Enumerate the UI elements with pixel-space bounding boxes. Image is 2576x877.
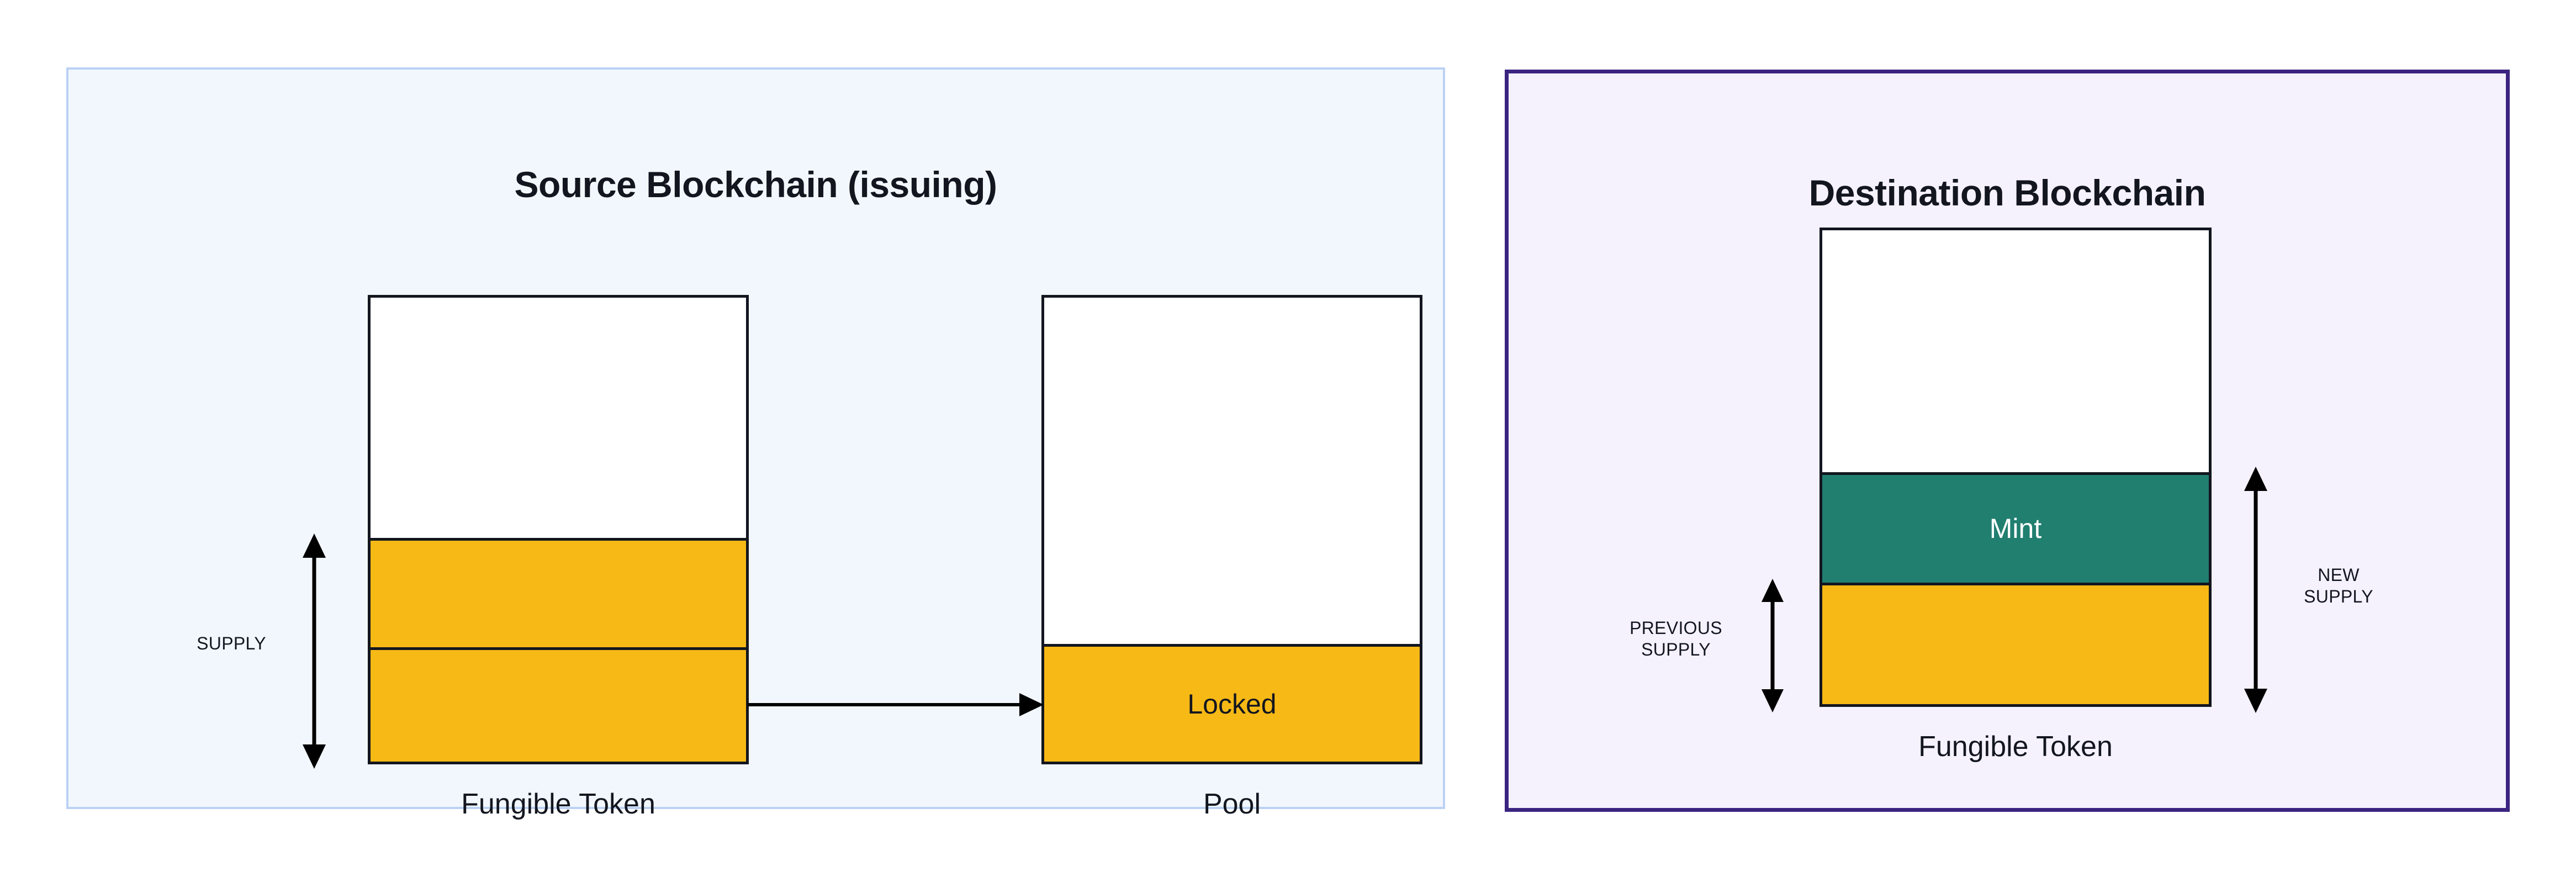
right-arrow-icon [748, 693, 1044, 716]
destination-fungible-token-caption: Fungible Token [1918, 731, 2113, 763]
source-fungible-token-caption: Fungible Token [461, 788, 655, 820]
source-pool-locked-segment: Locked [1044, 644, 1420, 762]
destination-panel-title: Destination Blockchain [1808, 172, 2206, 213]
double-arrow-icon [1762, 579, 1784, 712]
source-ft-supply-lower-segment [371, 647, 746, 762]
source-ft-headroom-segment [371, 298, 746, 538]
destination-new-supply-measure-label: NEW SUPPLY [2304, 565, 2373, 607]
double-arrow-icon [2244, 467, 2267, 713]
destination-new-supply-measure-arrow [2236, 466, 2275, 714]
source-fungible-token-box [368, 295, 749, 764]
source-blockchain-panel: Source Blockchain (issuing) Fungible Tok… [66, 67, 1445, 820]
double-arrow-icon [303, 533, 326, 769]
source-ft-supply-upper-segment [371, 538, 746, 647]
destination-ft-mint-label: Mint [1989, 513, 2042, 545]
source-supply-measure-arrow [295, 532, 334, 770]
source-pool-caption: Pool [1203, 788, 1261, 820]
source-pool-locked-label: Locked [1187, 689, 1277, 720]
source-pool-box: Locked [1041, 295, 1422, 764]
destination-previous-supply-measure-arrow [1753, 578, 1792, 714]
destination-previous-supply-measure-label: PREVIOUS SUPPLY [1630, 618, 1722, 660]
destination-ft-previous-supply-segment [1822, 583, 2209, 704]
destination-ft-headroom-segment [1822, 230, 2209, 472]
source-supply-measure-label: SUPPLY [197, 633, 266, 653]
source-pool-headroom-segment [1044, 298, 1420, 644]
source-panel-title: Source Blockchain (issuing) [514, 164, 997, 205]
destination-fungible-token-box: Mint [1819, 228, 2212, 707]
lock-flow-arrow [748, 681, 1046, 728]
destination-ft-mint-segment: Mint [1822, 472, 2209, 583]
